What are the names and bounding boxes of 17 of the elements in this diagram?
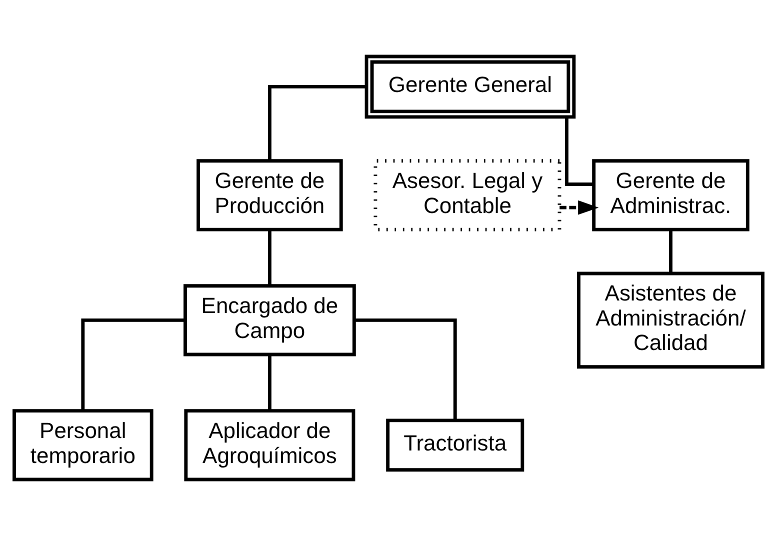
- node-box: Gerente de Administrac.: [592, 159, 750, 232]
- node-box: Asesor. Legal y Contable: [374, 159, 562, 232]
- connector: [669, 230, 672, 274]
- node-box: Gerente de Producción: [196, 159, 343, 232]
- node-box: Personal temporario: [12, 409, 154, 482]
- connector: [564, 117, 594, 186]
- arrow: [560, 200, 599, 215]
- connector: [81, 318, 186, 410]
- node-box: Tractorista: [386, 418, 524, 472]
- node-box: Aplicador de Agroquímicos: [184, 409, 356, 482]
- connector: [268, 85, 366, 160]
- connector: [354, 318, 457, 420]
- node-box: Gerente General: [364, 54, 576, 119]
- connector: [268, 230, 272, 286]
- node-box: Encargado de Campo: [184, 284, 356, 356]
- connector: [268, 355, 272, 411]
- node-box: Asistentes de Administración/ Calidad: [577, 272, 764, 369]
